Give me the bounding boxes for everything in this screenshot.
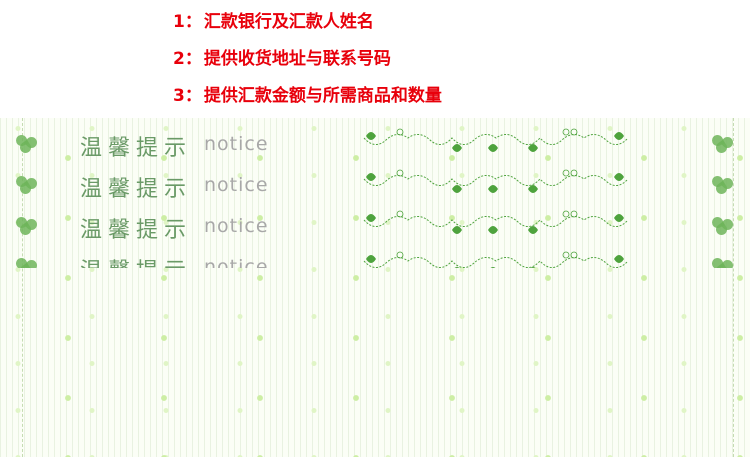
vine-leaf <box>454 267 460 268</box>
vine-leaf <box>366 214 376 222</box>
vine-leaf <box>366 132 376 140</box>
vine-leaf <box>530 267 536 268</box>
note-line-2: 2：提供收货地址与联系号码 <box>173 49 391 69</box>
vine-curl <box>570 128 578 136</box>
vine-leaf <box>366 255 376 263</box>
vine-curl <box>570 210 578 218</box>
vine-leaf <box>452 226 462 234</box>
vine-curl <box>396 251 404 259</box>
vine-curl <box>562 169 570 177</box>
vine-curl <box>396 169 404 177</box>
vine-decoration <box>363 169 629 193</box>
vine-decoration <box>363 210 629 234</box>
clover-icon <box>710 253 736 268</box>
notice-title-cn: 温馨提示 <box>80 218 193 243</box>
vine-leaf <box>366 173 376 181</box>
note-number: 2： <box>173 49 202 69</box>
note-line-1: 1：汇款银行及汇款人姓名 <box>173 12 374 32</box>
notice-title-en: notice <box>204 174 269 196</box>
note-text: 提供汇款金额与所需商品和数量 <box>203 86 442 106</box>
vine-leaf <box>528 185 538 193</box>
notice-banner: 温馨提示 notice 温馨提示 notice 温馨提示 notice 温馨提示… <box>0 118 750 268</box>
notice-row: 温馨提示 notice <box>0 124 750 164</box>
vine-leaf <box>488 226 498 234</box>
clover-icon <box>710 130 736 156</box>
vine-leaf <box>488 185 498 193</box>
vine-decoration <box>363 128 629 152</box>
vine-leaf <box>614 173 624 181</box>
clover-icon <box>710 212 736 238</box>
vine-leaf <box>614 255 624 263</box>
vine-leaf <box>528 226 538 234</box>
notice-title-en: notice <box>204 215 269 237</box>
vine-leaf <box>490 267 496 268</box>
vine-leaf <box>528 144 538 152</box>
vine-curl <box>396 210 404 218</box>
notice-title-cn: 温馨提示 <box>80 136 193 161</box>
notice-title-en: notice <box>204 256 269 268</box>
vine-curl <box>570 251 578 259</box>
notice-row: 温馨提示 notice <box>0 165 750 205</box>
vine-curl <box>562 210 570 218</box>
vine-curl <box>396 128 404 136</box>
dashed-border-left <box>22 118 24 457</box>
notice-row: 温馨提示 notice <box>0 206 750 246</box>
clover-icon <box>14 212 40 238</box>
decorative-notice-background: 温馨提示 notice 温馨提示 notice 温馨提示 notice 温馨提示… <box>0 118 750 457</box>
notice-title-cn: 温馨提示 <box>80 253 192 268</box>
dashed-border-right <box>733 118 735 457</box>
note-number: 3： <box>173 86 202 106</box>
vine-curl <box>570 169 578 177</box>
vine-leaf <box>452 144 462 152</box>
vine-leaf <box>614 132 624 140</box>
vine-leaf <box>488 144 498 152</box>
note-line-3: 3：提供汇款金额与所需商品和数量 <box>173 86 442 106</box>
note-text: 汇款银行及汇款人姓名 <box>203 12 374 32</box>
clover-icon <box>14 253 40 268</box>
vine-leaf <box>452 185 462 193</box>
note-number: 1： <box>173 12 202 32</box>
vine-decoration <box>363 251 629 268</box>
instructions-area: 1：汇款银行及汇款人姓名 2：提供收货地址与联系号码 3：提供汇款金额与所需商品… <box>0 0 750 118</box>
notice-title-en: notice <box>204 133 269 155</box>
clover-icon <box>710 171 736 197</box>
notice-row: 温馨提示 notice <box>0 247 750 268</box>
vine-curl <box>562 251 570 259</box>
vine-curl <box>562 128 570 136</box>
notice-title-cn: 温馨提示 <box>80 177 193 202</box>
vine-leaf <box>614 214 624 222</box>
clover-icon <box>14 130 40 156</box>
note-text: 提供收货地址与联系号码 <box>203 49 391 69</box>
clover-icon <box>14 171 40 197</box>
